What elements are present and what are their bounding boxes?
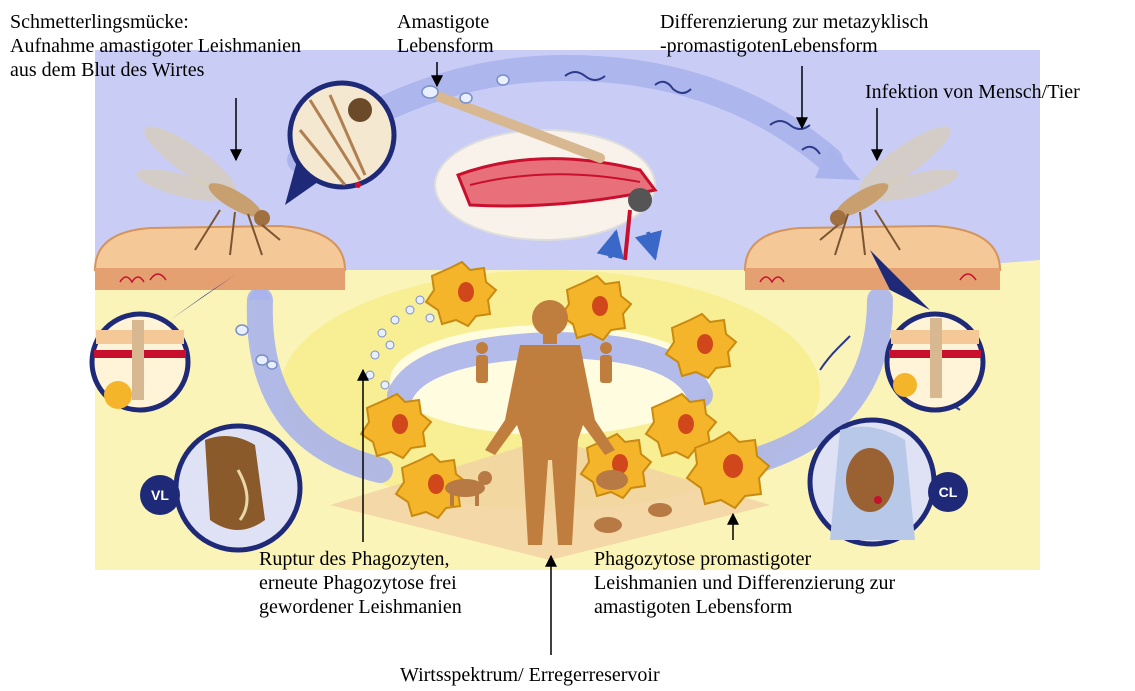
vl-badge: VL bbox=[151, 487, 169, 503]
label-amastigote-form: Amastigote Lebensform bbox=[397, 10, 494, 58]
label-sandfly-uptake: Schmetterlingsmücke: Aufnahme amastigote… bbox=[10, 10, 301, 82]
cl-badge: CL bbox=[939, 484, 958, 500]
label-phagocyte-rupture: Ruptur des Phagozyten, erneute Phagozyto… bbox=[259, 547, 462, 619]
skin-patch-left bbox=[95, 226, 345, 290]
label-phagocytosis: Phagozytose promastigoter Leishmanien un… bbox=[594, 547, 895, 619]
skin-patch-right bbox=[745, 226, 1000, 290]
label-host-reservoir: Wirtsspektrum/ Erregerreservoir bbox=[400, 663, 660, 687]
label-differentiation: Differenzierung zur metazyklisch -promas… bbox=[660, 10, 928, 58]
label-infection: Infektion von Mensch/Tier bbox=[865, 80, 1080, 104]
